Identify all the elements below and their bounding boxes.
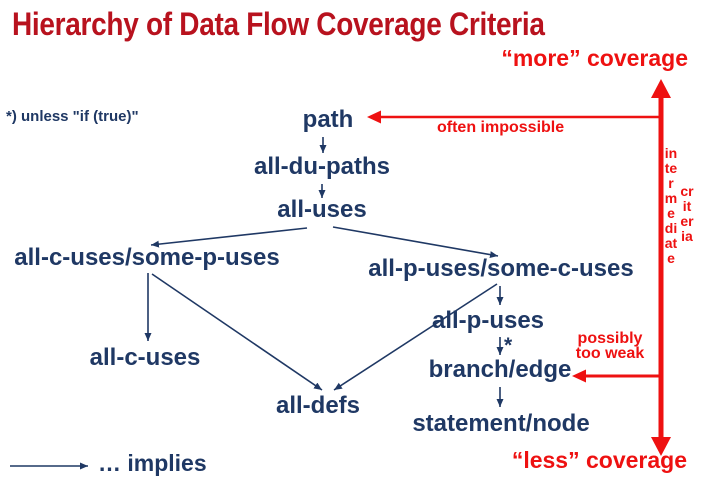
node-path: path <box>302 106 354 133</box>
arrow-all-uses-to-all-p-uses-some-c-uses <box>332 226 499 259</box>
node-statement-node: statement/node <box>412 410 590 437</box>
arrow-all-c-uses-some-p-uses-to-all-defs <box>151 273 323 391</box>
node-all-c-uses-some-p-uses: all-c-uses/some-p-uses <box>14 244 280 271</box>
possibly-too-weak-line2: too weak <box>575 345 645 362</box>
often-impossible-arrowhead <box>367 110 381 124</box>
possibly-too-weak-line1: possibly <box>577 330 643 347</box>
vertical-label-intermediate: intermediate <box>664 145 678 266</box>
node-all-du-paths: all-du-paths <box>254 153 390 180</box>
page-title: Hierarchy of Data Flow Coverage Criteria <box>12 6 545 42</box>
node-all-uses: all-uses <box>277 196 367 223</box>
asterisk-footnote-marker: * <box>504 334 513 357</box>
more-coverage-label: “more” coverage <box>501 45 688 71</box>
footnote-unless-if-true: *) unless "if (true)" <box>6 108 139 125</box>
often-impossible-label: often impossible <box>437 119 565 136</box>
node-all-defs: all-defs <box>275 392 361 419</box>
node-branch-edge: branch/edge <box>428 356 572 383</box>
arrow-all-uses-to-all-c-uses-some-p-uses <box>150 227 308 248</box>
arrow-all-p-uses-some-c-uses-to-all-defs <box>333 283 498 391</box>
node-all-c-uses: all-c-uses <box>89 344 201 371</box>
legend-implies-label: … implies <box>98 450 207 476</box>
possibly-too-weak-arrowhead <box>572 369 586 383</box>
less-coverage-label: “less” coverage <box>511 447 687 473</box>
coverage-scale-up-arrowhead <box>651 79 671 98</box>
node-all-p-uses: all-p-uses <box>431 307 545 334</box>
coverage-scale-down-arrowhead <box>651 437 671 456</box>
possibly-too-weak-label: possibly too weak <box>575 330 645 362</box>
node-all-p-uses-some-c-uses: all-p-uses/some-c-uses <box>368 255 634 282</box>
vertical-label-criteria: criteria <box>680 183 694 244</box>
